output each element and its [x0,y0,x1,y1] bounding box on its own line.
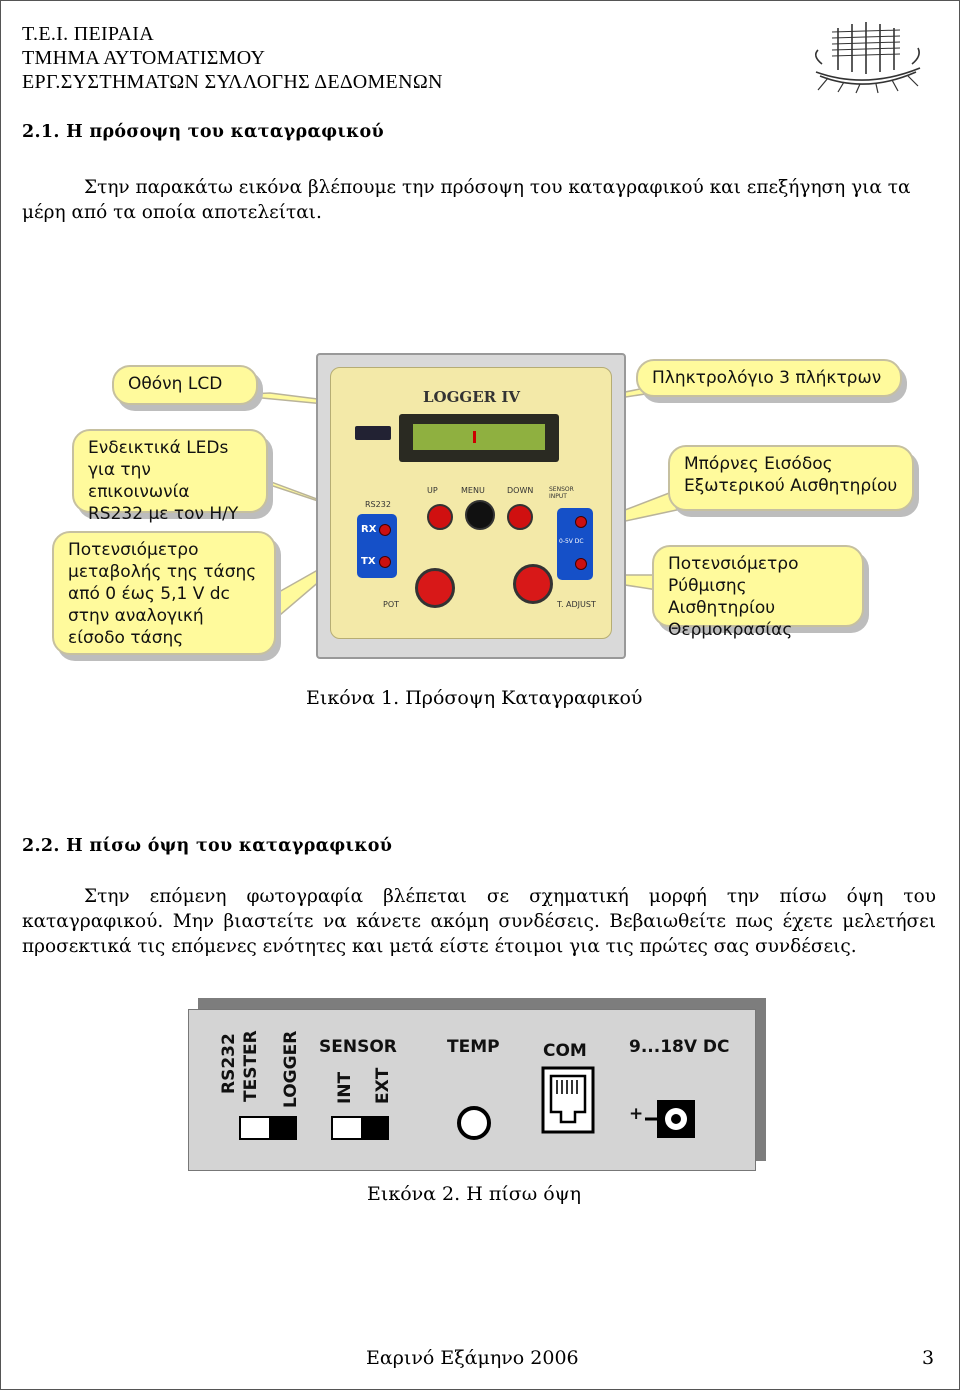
com-port-icon[interactable] [541,1066,595,1134]
callout-lcd: Οθόνη LCD [112,365,258,405]
tx-led [379,556,391,568]
callout-pot-voltage-line4: στην αναλογική [68,606,204,626]
label-rs232: RS232 [365,500,391,509]
label-tester: TESTER [241,1030,261,1102]
logger-device-photo: LOGGER IV RS232 UP MENU DOWN SENSOR INPU… [316,353,626,659]
callout-keypad-text: Πληκτρολόγιο 3 πλήκτρων [652,368,882,388]
sensor-terminal-ground[interactable] [575,558,587,570]
lcd-screen [413,424,545,450]
back-panel: RS232 TESTER LOGGER SENSOR INT EXT TEMP … [188,1009,756,1171]
label-range: 0-5V DC [559,538,584,545]
callout-keypad: Πληκτρολόγιο 3 πλήκτρων [636,359,902,397]
callout-sensor-input: Μπόρνες Εισόδος Εξωτερικού Αισθητηρίου [668,445,914,511]
label-pot: POT [383,600,400,609]
header-institution: Τ.Ε.Ι. ΠΕΙΡΑΙΑ [22,23,154,45]
label-down: DOWN [507,486,534,495]
power-jack-icon[interactable] [643,1098,697,1140]
mode-switch[interactable] [239,1116,297,1140]
label-sensor-input: SENSOR INPUT [549,486,574,500]
section-text-back-body: Στην επόμενη φωτογραφία βλέπεται σε σχημ… [22,886,936,957]
callout-pot-temp-line1: Ποτενσιόμετρο [668,554,799,574]
callout-pot-voltage: Ποτενσιόμετρο μεταβολής της τάσης από 0 … [52,531,276,655]
rx-led [379,524,391,536]
label-up: UP [427,486,438,495]
label-t-adjust: T. ADJUST [557,600,596,609]
sensor-switch-knob [361,1118,387,1138]
brand-sticker [355,426,391,440]
callout-lcd-text: Οθόνη LCD [128,374,223,394]
sensor-switch[interactable] [331,1116,389,1140]
header-lab: ΕΡΓ.ΣΥΣΤΗΜΑΤΩΝ ΣΥΛΛΟΓΗΣ ΔΕΔΟΜΕΝΩΝ [22,71,443,93]
label-rs232-back: RS232 [219,1033,239,1094]
label-plus: + [629,1104,644,1124]
label-int: INT [335,1071,355,1104]
label-com: COM [543,1041,587,1061]
sensor-terminal-panel: 0-5V DC [557,508,593,580]
callout-pot-voltage-line1: Ποτενσιόμετρο [68,540,199,560]
callout-sensor-input-line2: Εξωτερικού Αισθητηρίου [684,476,898,496]
callout-pot-voltage-line3: από 0 έως 5,1 V dc [68,584,230,604]
callout-leds-line2: για την επικοινωνία [88,460,190,502]
temp-adjust-knob[interactable] [513,564,553,604]
ship-logo-icon [814,22,921,94]
section-text-front: Στην παρακάτω εικόνα βλέπουμε την πρόσοψ… [22,175,936,225]
menu-button[interactable] [465,500,495,530]
label-tx: TX [361,556,376,567]
header-department: ΤΜΗΜΑ ΑΥΤΟΜΑΤΙΣΜΟΥ [22,47,266,69]
section-heading-front: 2.1. Η πρόσοψη του καταγραφικού [22,122,384,142]
callout-pot-voltage-line2: μεταβολής της τάσης [68,562,257,582]
lcd-cursor [473,431,476,443]
section-text-back: Στην επόμενη φωτογραφία βλέπεται σε σχημ… [22,884,936,959]
callout-pot-temp-line2: Ρύθμισης Αισθητηρίου [668,576,776,618]
callout-sensor-input-line1: Μπόρνες Εισόδος [684,454,833,474]
label-logger: LOGGER [281,1030,301,1108]
callout-leds: Ενδεικτικά LEDs για την επικοινωνία RS23… [72,429,268,524]
mode-switch-knob [269,1118,295,1138]
section-heading-back: 2.2. Η πίσω όψη του καταγραφικού [22,836,393,856]
label-ext: EXT [373,1067,393,1104]
rs232-led-panel: RX TX [357,514,397,578]
callout-leds-line1: Ενδεικτικά LEDs [88,438,229,458]
up-button[interactable] [427,504,453,530]
label-menu: MENU [461,486,485,495]
device-title: LOGGER IV [423,388,521,406]
callout-pot-voltage-line5: είσοδο τάσης [68,628,184,648]
sensor-terminal-plus[interactable] [575,516,587,528]
temp-sensor-hole [457,1106,491,1140]
callout-pot-temp-line3: Θερμοκρασίας [668,620,793,640]
callout-leds-line3: RS232 με τον Η/Υ [88,504,239,524]
lcd-display [399,414,559,462]
down-button[interactable] [507,504,533,530]
front-panel-figure: LOGGER IV RS232 UP MENU DOWN SENSOR INPU… [40,345,922,665]
label-rx: RX [361,524,377,535]
label-temp: TEMP [447,1037,500,1057]
callout-pot-temp: Ποτενσιόμετρο Ρύθμισης Αισθητηρίου Θερμο… [652,545,864,640]
footer-page-number: 3 [922,1347,935,1369]
label-sensor: SENSOR [319,1037,397,1057]
label-power: 9...18V DC [629,1037,730,1057]
figure2-caption: Εικόνα 2. Η πίσω όψη [367,1183,581,1205]
figure1-caption: Εικόνα 1. Πρόσοψη Καταγραφικού [306,687,643,709]
voltage-pot-knob[interactable] [415,568,455,608]
footer-semester: Εαρινό Εξάμηνο 2006 [366,1347,579,1369]
device-face: LOGGER IV RS232 UP MENU DOWN SENSOR INPU… [330,367,612,639]
section-text-front-body: Στην παρακάτω εικόνα βλέπουμε την πρόσοψ… [22,177,911,223]
back-panel-figure: RS232 TESTER LOGGER SENSOR INT EXT TEMP … [188,998,768,1173]
